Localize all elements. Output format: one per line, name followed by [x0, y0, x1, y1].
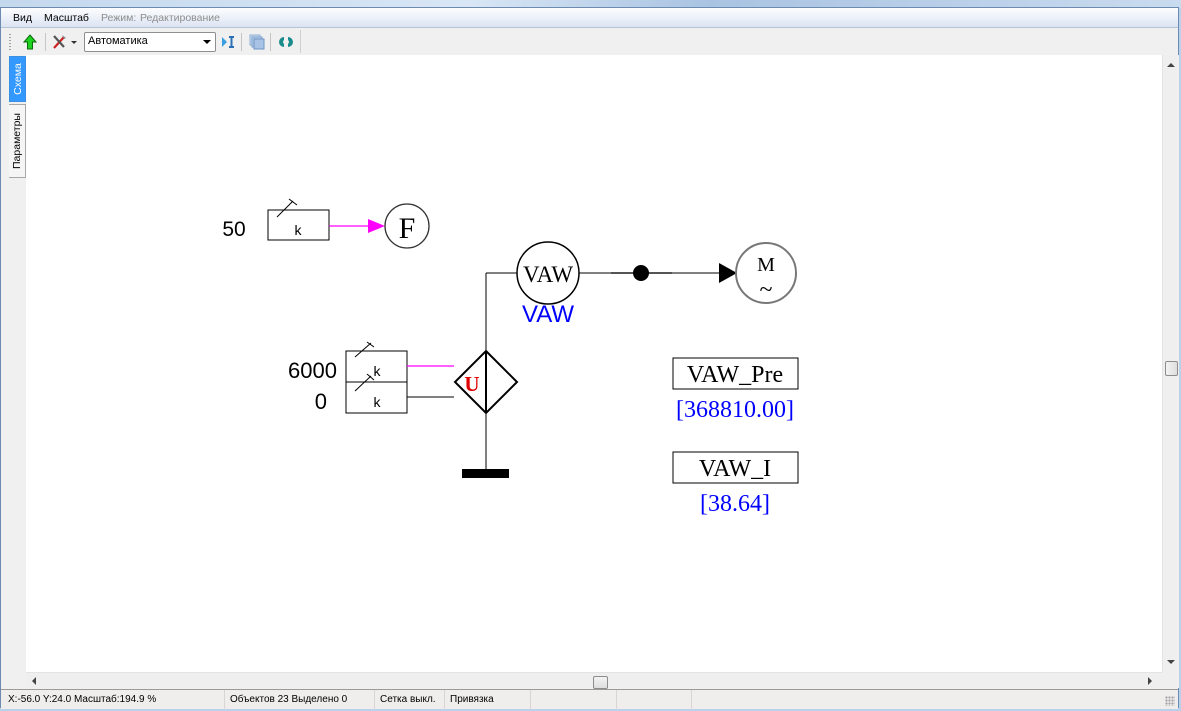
mode-label: Режим: [101, 12, 137, 24]
green-up-arrow-icon [22, 34, 38, 50]
app-window: Вид Масштаб Режим: Редактирование [0, 7, 1179, 710]
readout-vaw-pre[interactable]: VAW_Pre [672, 357, 799, 390]
vaw-meter-caption: VAW [522, 301, 574, 328]
motor-ac-symbol: ~ [760, 277, 773, 303]
readout-name: VAW_Pre [687, 362, 783, 388]
vaw-meter-label: VAW [523, 262, 573, 287]
readout-value: [368810.00] [676, 397, 794, 423]
window-title-strip [0, 0, 1181, 8]
source-f-block-label: k [295, 222, 303, 238]
mode-select-value: Автоматика [88, 35, 148, 47]
horizontal-scroll-thumb[interactable] [593, 676, 608, 689]
menu-scale[interactable]: Масштаб [44, 12, 89, 24]
status-empty-2 [617, 690, 692, 710]
mode-select[interactable]: Автоматика [84, 32, 216, 52]
signal-arrow-f [368, 219, 385, 233]
readout-vaw-i[interactable]: VAW_I [672, 451, 799, 484]
tools-dropdown-button[interactable] [51, 32, 79, 52]
step-button[interactable] [218, 32, 238, 52]
status-objects: Объектов 23 Выделено 0 [225, 690, 375, 710]
status-grid[interactable]: Сетка выкл. [375, 690, 445, 710]
layers-button[interactable] [247, 32, 267, 52]
horizontal-scrollbar[interactable] [26, 672, 1162, 689]
readout-value: [38.64] [700, 491, 770, 517]
toolbar-grip[interactable] [9, 34, 11, 50]
refresh-icon [279, 37, 293, 47]
ground-symbol [462, 469, 509, 478]
vertical-scroll-thumb[interactable] [1165, 361, 1178, 376]
source-u-block-label: k [374, 394, 382, 410]
arrow-motor [719, 263, 737, 283]
status-coords: X:-56.0 Y:24.0 Масштаб:194.9 % [3, 690, 225, 710]
side-tabs: Схема Параметры [1, 55, 26, 683]
menu-bar: Вид Масштаб Режим: Редактирование [1, 8, 1178, 28]
tab-schema[interactable]: Схема [9, 56, 26, 102]
frequency-node-label: F [399, 212, 416, 245]
switch-contact[interactable] [633, 265, 649, 281]
vaw-meter[interactable]: VAW [516, 241, 580, 305]
status-empty-1 [531, 690, 617, 710]
scroll-corner [1162, 672, 1179, 688]
schematic-svg: 50 k F [222, 198, 799, 517]
upload-button[interactable] [20, 32, 40, 52]
toolbar: Автоматика [1, 28, 1178, 55]
status-bar: X:-56.0 Y:24.0 Масштаб:194.9 % Объектов … [1, 689, 1178, 710]
source-f-block[interactable]: k [267, 198, 330, 241]
refresh-button[interactable] [276, 32, 296, 52]
vertical-scrollbar[interactable] [1162, 55, 1179, 672]
status-snap[interactable]: Привязка [445, 690, 531, 710]
voltage-source[interactable]: U [453, 349, 519, 415]
source-u-value-1: 6000 [288, 358, 337, 383]
motor[interactable]: M ~ [735, 242, 797, 304]
readout-name: VAW_I [699, 456, 771, 482]
scroll-left-icon[interactable] [32, 677, 36, 685]
source-u-block-1[interactable]: k [345, 341, 408, 383]
source-f-value: 50 [222, 218, 245, 241]
source-u-block-label: k [374, 363, 382, 379]
mode-value: Редактирование [140, 12, 220, 24]
motor-label: M [757, 254, 775, 276]
layers-icon [249, 34, 265, 50]
schematic-canvas[interactable]: 50 k F [26, 55, 1162, 672]
resize-grip[interactable] [1165, 696, 1175, 706]
scroll-right-icon[interactable] [1148, 677, 1152, 685]
voltage-source-label: U [464, 372, 479, 396]
source-u-value-2: 0 [315, 389, 327, 414]
menu-view[interactable]: Вид [13, 12, 32, 24]
frequency-node[interactable]: F [384, 203, 430, 249]
tab-parameters[interactable]: Параметры [9, 104, 26, 178]
chevron-down-icon [203, 40, 211, 44]
tools-icon [53, 35, 77, 49]
scroll-down-icon[interactable] [1167, 660, 1175, 664]
step-icon [222, 36, 234, 48]
scroll-up-icon[interactable] [1167, 63, 1175, 67]
